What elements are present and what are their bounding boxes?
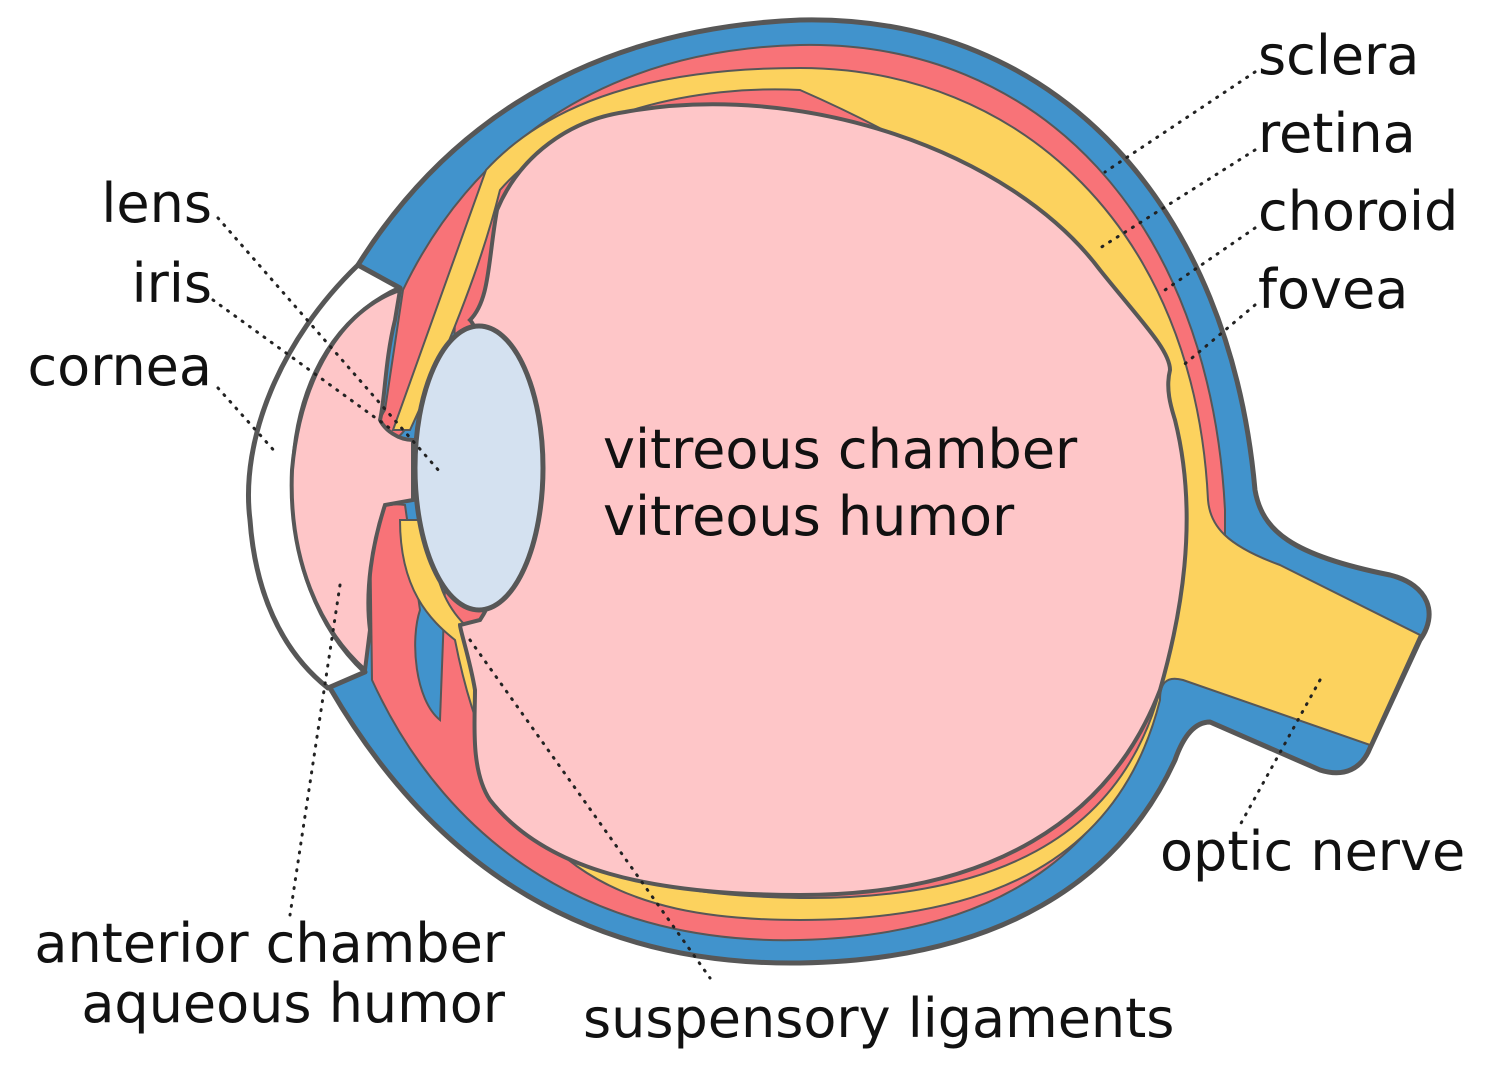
- anterior-chamber: [289, 287, 415, 675]
- label-choroid: choroid: [1258, 180, 1458, 243]
- leader-lens: [216, 216, 442, 474]
- label-lens: lens: [101, 172, 212, 235]
- leader-sclera: [1103, 70, 1257, 174]
- label-retina: retina: [1258, 102, 1416, 165]
- label-suspensory-ligaments: suspensory ligaments: [583, 987, 1174, 1050]
- leader-suspensory: [468, 638, 712, 980]
- leader-fovea: [1178, 303, 1257, 370]
- lens: [412, 323, 546, 613]
- label-vitreous-chamber: vitreous chamber: [603, 418, 1078, 481]
- leader-anterior-chamber: [288, 583, 342, 917]
- label-cornea: cornea: [27, 335, 212, 398]
- label-anterior-chamber: anterior chamber: [34, 912, 505, 975]
- label-sclera: sclera: [1258, 24, 1419, 87]
- leader-cornea: [216, 386, 280, 457]
- label-iris: iris: [132, 252, 212, 315]
- leader-retina: [1098, 148, 1257, 250]
- leader-optic-nerve: [1238, 678, 1322, 827]
- leader-iris: [211, 298, 397, 434]
- label-vitreous-humor: vitreous humor: [603, 485, 1015, 548]
- label-fovea: fovea: [1258, 258, 1408, 321]
- label-optic-nerve: optic nerve: [1160, 820, 1465, 883]
- leader-choroid: [1163, 226, 1257, 292]
- label-aqueous-humor: aqueous humor: [81, 972, 505, 1035]
